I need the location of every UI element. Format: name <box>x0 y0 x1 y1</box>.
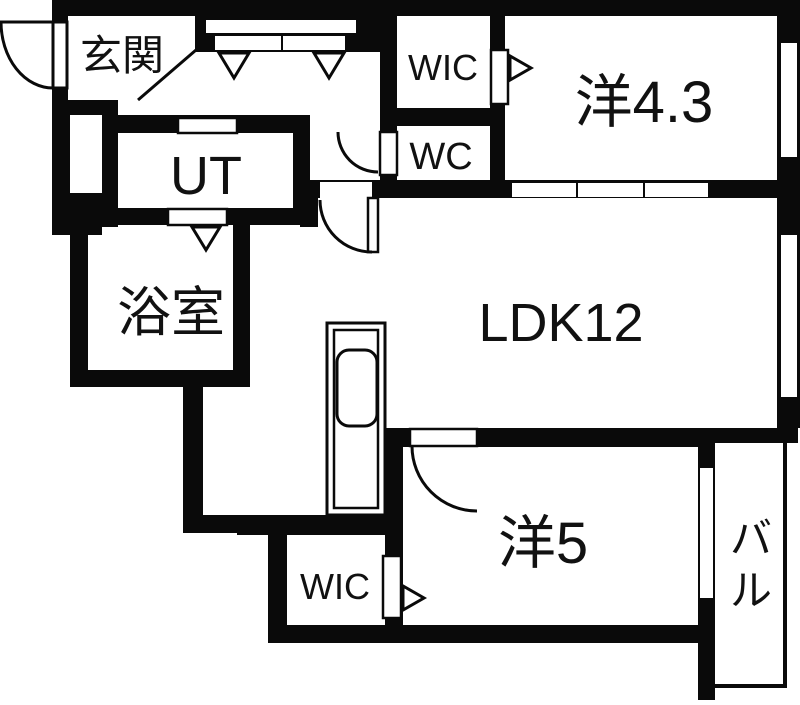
wic-bottom-door-triangle-icon <box>401 583 428 613</box>
wall-bottom <box>268 625 698 643</box>
wall-bath-bottom <box>70 370 250 387</box>
window-ldk <box>781 235 797 397</box>
kitchen-counter-inner <box>332 328 380 510</box>
wall-corridor-left <box>183 387 203 533</box>
wall-left-column <box>52 115 70 195</box>
kitchen-sink-icon <box>335 348 379 428</box>
entrance-door-arc-icon <box>0 20 55 90</box>
label-wic-bottom: WIC <box>300 566 370 607</box>
closet-bedroom43-door-1 <box>512 183 576 197</box>
closet-door-left <box>215 36 281 50</box>
label-wc: WC <box>409 136 472 178</box>
room-labels: 玄関 UT 浴室 WIC WC 洋4.3 LDK12 洋5 WIC バ ル <box>80 32 772 614</box>
wall-balcony-top <box>715 428 798 443</box>
label-genkan: 玄関 <box>80 32 164 79</box>
wic-top-door-icon <box>489 48 510 106</box>
openings <box>70 20 797 598</box>
closet-shelf <box>206 20 356 33</box>
window-bedroom43 <box>781 43 797 157</box>
line-balcony-bottom <box>715 684 787 688</box>
bath-door-triangle-icon <box>189 225 223 253</box>
label-wic-top: WIC <box>408 47 478 88</box>
wall-wic-wc-divider <box>397 108 490 126</box>
wall-wic-bottom-top <box>237 515 403 535</box>
label-bedroom-5: 洋5 <box>498 511 588 576</box>
wall-bath-right <box>233 225 250 387</box>
wall-bath-left <box>70 225 88 387</box>
label-balcony-char-1: バ <box>730 515 772 562</box>
label-ut: UT <box>170 146 242 206</box>
wall-below-entrance <box>52 100 118 117</box>
wc-door-arc-icon <box>336 131 379 174</box>
ut-sliding-door-icon <box>176 116 239 135</box>
label-ldk: LDK12 <box>478 293 643 353</box>
window-left-wall <box>70 115 102 193</box>
ut-bath-door-icon <box>166 207 229 227</box>
ldk-door-leaf-icon <box>366 196 380 254</box>
closet-door-right <box>283 36 345 50</box>
bedroom5-door-leaf-icon <box>408 427 479 448</box>
wall-window-right-column <box>102 115 118 227</box>
room-balcony <box>715 443 783 684</box>
wall-ldk-door-jamb <box>300 180 318 227</box>
bedroom5-door-arc-icon <box>410 445 478 513</box>
label-balcony-char-2: ル <box>730 567 772 614</box>
ldk-door-arc-icon <box>318 199 373 254</box>
line-balcony-right <box>783 443 787 688</box>
fixtures <box>325 321 387 517</box>
closet-bedroom43-door-3 <box>645 183 708 197</box>
closet-door-triangle-icon <box>216 51 252 81</box>
label-bathroom: 浴室 <box>117 283 225 343</box>
door-symbols <box>0 20 535 620</box>
wall-wic-bottom-left <box>268 533 287 643</box>
closet-bedroom43-door-2 <box>578 183 643 197</box>
window-bedroom5-balcony <box>700 468 713 598</box>
entrance-step-line <box>137 48 197 102</box>
wc-door-leaf-icon <box>378 130 399 177</box>
label-bedroom-43: 洋4.3 <box>575 70 714 135</box>
wic-top-door-triangle-icon <box>508 53 535 83</box>
entrance-door-leaf-icon <box>51 20 69 90</box>
closet-door-triangle-icon <box>311 51 347 81</box>
wall-top <box>52 0 800 16</box>
wic-bottom-door-icon <box>381 554 403 620</box>
opening-hall-ldk <box>320 182 372 198</box>
